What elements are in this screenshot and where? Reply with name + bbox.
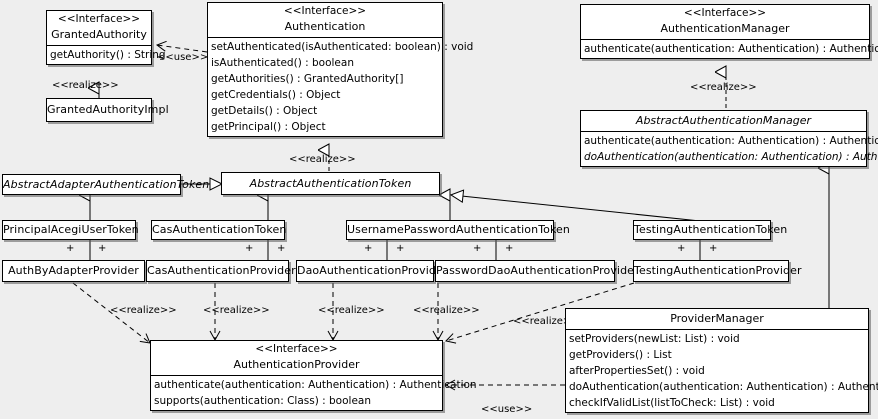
class-name-label: AuthenticationProvider (233, 358, 360, 371)
member-row: isAuthenticated() : boolean (211, 57, 354, 69)
edge-label-realize-dao-provider: <<realize>> (318, 305, 385, 316)
edge-label-use-authentication-granted: <<use>> (157, 52, 209, 63)
class-dao-authentication-provider[interactable]: DaoAuthenticationProvider (296, 260, 447, 282)
class-authentication[interactable]: <<Interface>> Authentication setAuthenti… (207, 2, 474, 137)
member-row: setAuthenticated(isAuthenticated: boolea… (211, 41, 474, 53)
multiplicity-marker: + (277, 243, 286, 254)
member-row: getCredentials() : Object (211, 89, 341, 101)
class-authentication-manager[interactable]: <<Interface>> AuthenticationManager auth… (580, 4, 878, 59)
class-principal-acegi-user-token[interactable]: PrincipalAcegiUserToken (2, 220, 139, 240)
class-name-label: AbstractAuthenticationToken (249, 177, 412, 190)
class-testing-authentication-provider[interactable]: TestingAuthenticationProvider (633, 260, 802, 282)
class-abstract-adapter-authentication-token[interactable]: AbstractAdapterAuthenticationToken (2, 174, 209, 195)
class-password-dao-authentication-provider[interactable]: PasswordDaoAuthenticationProvider (435, 260, 639, 282)
class-name-label: GrantedAuthority (51, 28, 147, 41)
generalize-testing-authentication-token (452, 195, 701, 222)
class-name-label: CasAuthenticationToken (152, 223, 287, 236)
member-row: getDetails() : Object (211, 105, 318, 117)
stereotype-label: <<Interface>> (57, 13, 141, 25)
class-abstract-authentication-token[interactable]: AbstractAuthenticationToken (221, 172, 440, 195)
member-row: authenticate(authentication: Authenticat… (584, 135, 878, 147)
class-granted-authority-impl[interactable]: GrantedAuthorityImpl (46, 98, 169, 122)
class-name-label: PrincipalAcegiUserToken (3, 223, 139, 236)
edge-label-realize-auth-by-adapter: <<realize>> (110, 305, 177, 316)
class-name-label: AuthenticationManager (660, 22, 790, 35)
members-compartment: setProviders(newList: List) : void getPr… (566, 329, 878, 412)
class-testing-authentication-token[interactable]: TestingAuthenticationToken (633, 220, 787, 240)
class-header-authentication-provider: <<Interface>> AuthenticationProvider (151, 341, 442, 375)
multiplicity-marker: + (245, 243, 254, 254)
class-auth-by-adapter-provider[interactable]: AuthByAdapterProvider (2, 260, 145, 282)
multiplicity-marker: + (98, 243, 107, 254)
member-row: doAuthentication(authentication: Authent… (569, 381, 878, 393)
edge-label-realize-abstract-authentication-token: <<realize>> (289, 154, 356, 165)
class-name-label: TestingAuthenticationToken (634, 223, 788, 236)
multiplicity-marker: + (505, 243, 514, 254)
class-header-authentication-manager: <<Interface>> AuthenticationManager (581, 5, 869, 39)
class-name-label: AuthByAdapterProvider (8, 264, 139, 277)
stereotype-label: <<Interface>> (255, 343, 338, 355)
edge-label-realize-cas-provider: <<realize>> (203, 305, 270, 316)
class-header-authentication: <<Interface>> Authentication (208, 3, 442, 37)
member-row: getAuthorities() : GrantedAuthority[] (211, 73, 404, 85)
class-name-label: UsernamePasswordAuthenticationToken (347, 223, 571, 236)
class-abstract-authentication-manager[interactable]: AbstractAuthenticationManager authentica… (580, 110, 878, 167)
member-row: authenticate(authentication: Authenticat… (154, 379, 477, 391)
class-cas-authentication-provider[interactable]: CasAuthenticationProvider (146, 260, 296, 282)
member-row: getPrincipal() : Object (211, 121, 326, 133)
class-header-provider-manager: ProviderManager (566, 309, 868, 329)
member-row: doAuthentication(authentication: Authent… (584, 151, 878, 163)
class-name-label: DaoAuthenticationProvider (297, 264, 448, 277)
edge-label-realize-testing-provider: <<realize>> (513, 316, 580, 327)
edge-label-realize-abstract-manager: <<realize>> (690, 82, 757, 93)
stereotype-label: <<Interface>> (283, 5, 367, 17)
class-name-label: Authentication (284, 20, 366, 33)
class-authentication-provider[interactable]: <<Interface>> AuthenticationProvider aut… (150, 340, 477, 411)
member-row: afterPropertiesSet() : void (569, 365, 705, 377)
multiplicity-marker: + (66, 243, 75, 254)
class-name-label: AbstractAuthenticationManager (635, 114, 812, 127)
class-name-label: AbstractAdapterAuthenticationToken (3, 178, 210, 191)
class-granted-authority[interactable]: <<Interface>> GrantedAuthority getAuthor… (46, 10, 166, 65)
multiplicity-marker: + (396, 243, 405, 254)
edge-label-use-provider-manager: <<use>> (481, 404, 533, 415)
stereotype-label: <<Interface>> (683, 7, 767, 19)
member-row: getProviders() : List (569, 349, 672, 361)
class-name-label: TestingAuthenticationProvider (634, 264, 802, 277)
class-name-label: ProviderManager (670, 312, 764, 325)
members-compartment: authenticate(authentication: Authenticat… (581, 131, 878, 166)
members-compartment: getAuthority() : String (47, 45, 166, 64)
members-compartment: authenticate(authentication: Authenticat… (151, 375, 477, 410)
class-name-label: GrantedAuthorityImpl (47, 103, 169, 116)
multiplicity-marker: + (473, 243, 482, 254)
member-row: getAuthority() : String (50, 49, 166, 61)
class-header-granted-authority: <<Interface>> GrantedAuthority (47, 11, 151, 45)
member-row: authenticate(authentication: Authenticat… (584, 43, 878, 55)
edge-label-realize-password-dao-provider: <<realize>> (413, 305, 480, 316)
class-username-password-authentication-token[interactable]: UsernamePasswordAuthenticationToken (346, 220, 570, 240)
class-header-abstract-authentication-manager: AbstractAuthenticationManager (581, 111, 866, 131)
class-name-label: CasAuthenticationProvider (147, 264, 296, 277)
class-name-label: PasswordDaoAuthenticationProvider (436, 264, 639, 277)
multiplicity-marker: + (364, 243, 373, 254)
member-row: checkIfValidList(listToCheck: List) : vo… (569, 397, 775, 409)
class-provider-manager[interactable]: ProviderManager setProviders(newList: Li… (565, 308, 878, 413)
member-row: supports(authentication: Class) : boolea… (154, 395, 371, 407)
class-cas-authentication-token[interactable]: CasAuthenticationToken (151, 220, 287, 240)
members-compartment: authenticate(authentication: Authenticat… (581, 39, 878, 58)
members-compartment: setAuthenticated(isAuthenticated: boolea… (208, 37, 474, 136)
member-row: setProviders(newList: List) : void (569, 333, 740, 345)
multiplicity-marker: + (677, 243, 686, 254)
multiplicity-marker: + (709, 243, 718, 254)
edge-label-realize-granted-impl: <<realize>> (52, 80, 119, 91)
